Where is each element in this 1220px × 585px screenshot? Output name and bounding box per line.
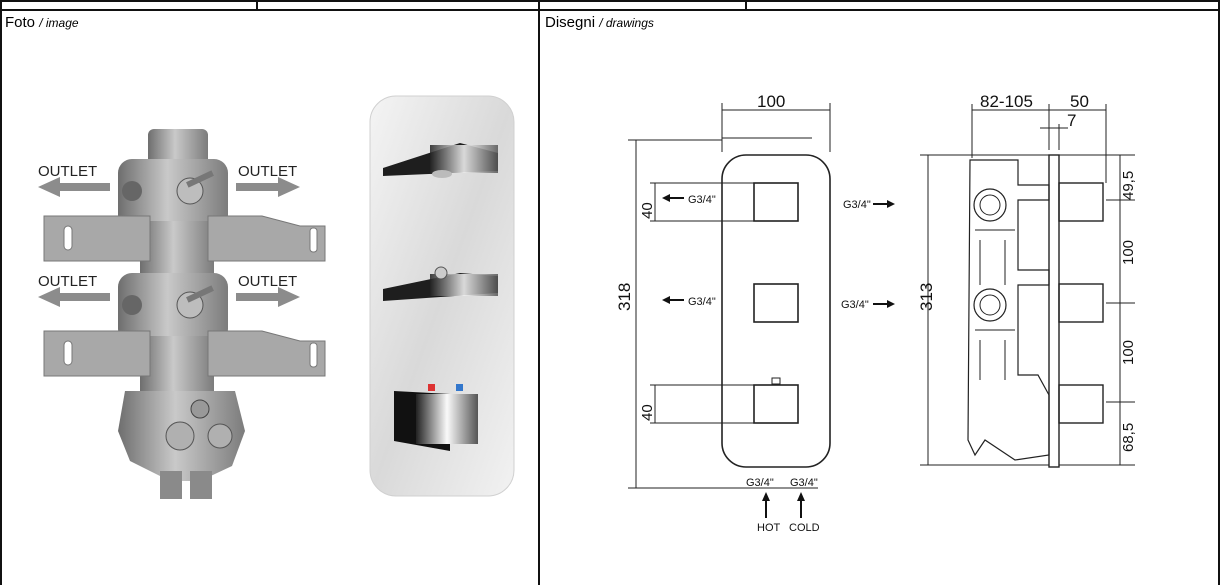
outlet-arrows	[38, 177, 300, 307]
front-view-handle	[753, 182, 799, 222]
front-view-handle	[753, 283, 799, 323]
cold-inlet-label: COLD	[789, 522, 820, 534]
bottom-port-label: G3/4"	[746, 477, 774, 489]
frame-top-border	[0, 0, 1220, 2]
front-width-dimension: 100	[757, 92, 785, 111]
side-offset-dimension: 7	[1067, 111, 1076, 130]
side-spacing-dimension: 100	[1120, 240, 1137, 265]
product-photo: OUTLET OUTLET OUTLET OUTLET	[38, 95, 515, 499]
hot-inlet-label: HOT	[757, 522, 781, 534]
side-spacing-dimension: 68,5	[1120, 423, 1137, 452]
left-port-label: G3/4"	[688, 296, 716, 308]
photo-panel-header: Foto / image	[5, 15, 79, 30]
concealed-valve-body	[118, 129, 245, 499]
technical-drawing: 100 318 40 40 G3/4" G3/4" G3/4" G3/4" G3…	[615, 92, 1137, 534]
mounting-brackets	[43, 215, 326, 377]
drawing-panel-subtitle: / drawings	[599, 16, 654, 30]
drawing-panel-header: Disegni / drawings	[545, 15, 654, 30]
right-port-label: G3/4"	[843, 199, 871, 211]
outlet-label: OUTLET	[38, 273, 97, 290]
outlet-label: OUTLET	[238, 163, 297, 180]
trim-plate	[369, 95, 515, 497]
photo-panel-title: Foto	[5, 14, 36, 31]
side-plate-dimension: 50	[1070, 92, 1089, 111]
outlet-label: OUTLET	[38, 163, 97, 180]
handle-size-dimension: 40	[639, 202, 656, 219]
handle-size-dimension: 40	[639, 404, 656, 421]
side-view-wallplate	[1048, 154, 1060, 468]
front-view-plate	[721, 154, 831, 468]
front-view-handle	[753, 384, 799, 424]
frame-top-stub	[745, 0, 747, 10]
bottom-port-label: G3/4"	[790, 477, 818, 489]
side-height-dimension: 313	[917, 283, 936, 311]
outlet-label: OUTLET	[238, 273, 297, 290]
frame-header-divider	[0, 9, 1220, 11]
left-port-label: G3/4"	[688, 194, 716, 206]
side-depth-dimension: 82-105	[980, 92, 1033, 111]
side-spacing-dimension: 49,5	[1120, 171, 1137, 200]
side-spacing-dimension: 100	[1120, 340, 1137, 365]
frame-left-border	[0, 0, 2, 585]
drawing-panel-title: Disegni	[545, 14, 596, 31]
frame-right-border	[1218, 0, 1220, 585]
photo-panel-subtitle: / image	[39, 16, 79, 30]
frame-center-divider	[538, 0, 540, 585]
front-height-dimension: 318	[615, 283, 634, 311]
right-port-label: G3/4"	[841, 299, 869, 311]
frame-top-stub	[256, 0, 258, 10]
